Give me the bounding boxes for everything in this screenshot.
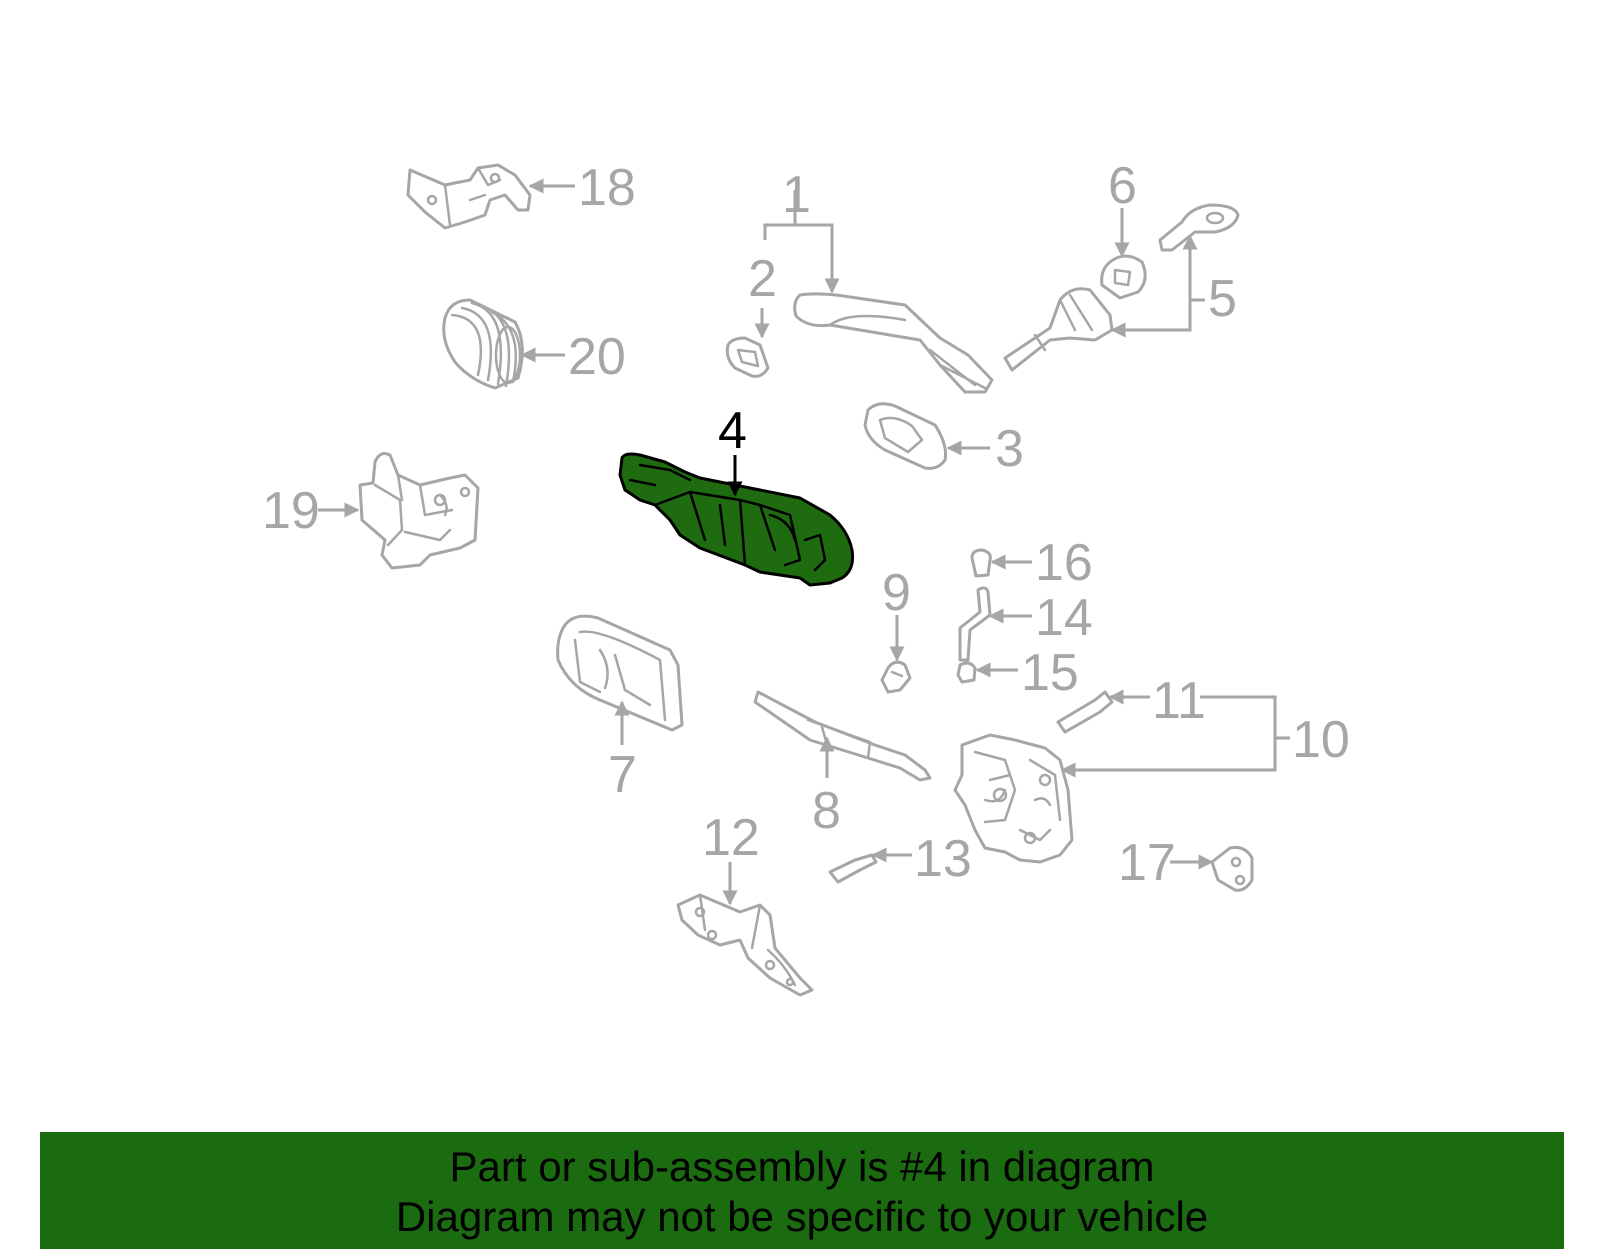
callout-2: 2 bbox=[748, 250, 777, 308]
callout-17: 17 bbox=[1118, 834, 1176, 892]
part-12-bracket[interactable]: 12 bbox=[676, 809, 814, 997]
callout-12: 12 bbox=[702, 809, 760, 867]
part-5-lock-cylinder-key[interactable]: 5 bbox=[1003, 203, 1240, 372]
part-20-boot[interactable]: 20 bbox=[442, 298, 626, 390]
callout-11: 11 bbox=[1152, 672, 1206, 730]
callout-18: 18 bbox=[578, 159, 636, 217]
part-18-hinge-bracket[interactable]: 18 bbox=[406, 159, 636, 230]
callout-16: 16 bbox=[1035, 534, 1093, 592]
part-6-lock-cap[interactable]: 6 bbox=[1100, 157, 1147, 300]
callout-6: 6 bbox=[1108, 157, 1137, 215]
part-8-cable[interactable]: 8 bbox=[753, 690, 932, 840]
part-9-clip[interactable]: 9 bbox=[880, 564, 912, 694]
part-11-lock-rod[interactable]: 11 bbox=[1056, 672, 1206, 734]
callout-13: 13 bbox=[914, 830, 972, 888]
part-10-door-latch[interactable]: 10 bbox=[953, 695, 1350, 864]
part-4-handle-carrier-highlighted[interactable]: 4 bbox=[618, 402, 854, 587]
banner-line-2: Diagram may not be specific to your vehi… bbox=[395, 1193, 1209, 1240]
part-15-clip[interactable]: 15 bbox=[956, 644, 1079, 702]
callout-5: 5 bbox=[1208, 270, 1237, 328]
part-19-check-strap[interactable]: 19 bbox=[262, 452, 480, 570]
part-3-handle-seal[interactable]: 3 bbox=[863, 402, 1024, 478]
part-1-exterior-handle[interactable]: 1 bbox=[763, 166, 994, 394]
part-7-inner-bezel[interactable]: 7 bbox=[556, 614, 684, 804]
callout-9: 9 bbox=[882, 564, 911, 622]
part-14-rod[interactable]: 14 bbox=[958, 586, 1093, 662]
callout-8: 8 bbox=[812, 782, 841, 840]
callout-10: 10 bbox=[1292, 711, 1350, 769]
callout-1: 1 bbox=[782, 166, 811, 224]
callout-14: 14 bbox=[1035, 589, 1093, 647]
callout-4: 4 bbox=[718, 402, 747, 460]
parts-diagram: 18 20 19 2 1 3 bbox=[262, 157, 1350, 997]
callout-19: 19 bbox=[262, 482, 320, 540]
part-2-gasket[interactable]: 2 bbox=[725, 250, 777, 378]
callout-20: 20 bbox=[568, 328, 626, 386]
banner-line-1: Part or sub-assembly is #4 in diagram bbox=[449, 1143, 1155, 1190]
callout-3: 3 bbox=[995, 420, 1024, 478]
callout-7: 7 bbox=[608, 746, 637, 804]
part-13-bolt[interactable]: 13 bbox=[828, 830, 972, 888]
callout-15: 15 bbox=[1021, 644, 1079, 702]
part-17-plate[interactable]: 17 bbox=[1118, 834, 1254, 892]
part-16-pin[interactable]: 16 bbox=[970, 534, 1093, 592]
info-banner: Part or sub-assembly is #4 in diagram Di… bbox=[40, 1132, 1564, 1249]
